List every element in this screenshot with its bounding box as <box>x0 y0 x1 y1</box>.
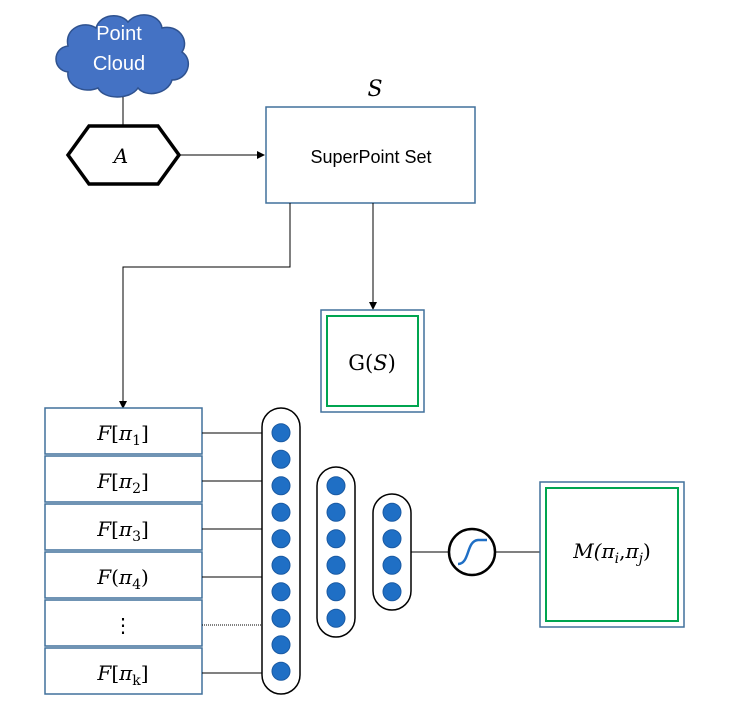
network-node <box>271 502 291 522</box>
network-node <box>271 423 291 443</box>
output-label: M(πi,πj) <box>572 539 651 567</box>
feature-label-4: F(π4) <box>96 565 149 593</box>
network-node <box>326 502 346 522</box>
hexagon-label: A <box>112 144 128 168</box>
network-node <box>382 582 402 602</box>
graph-label-var: S <box>373 351 387 375</box>
feature-label-1: F[π1] <box>96 421 149 449</box>
input-hexagon: A <box>65 124 182 186</box>
feature-label-3: F[π3] <box>96 517 149 545</box>
layer-2-capsule <box>316 466 356 638</box>
output-inner-frame <box>545 487 679 622</box>
feature-list: F[π1] F[π2] F[π3] F(π4) ⋮ F[πk] <box>44 407 203 695</box>
superpoint-to-features-arrow <box>119 203 291 409</box>
cloud-label-line2: Cloud <box>93 53 145 75</box>
network-node <box>271 476 291 496</box>
feature-row <box>44 503 203 551</box>
point-cloud-node: Point Cloud <box>55 14 190 98</box>
network-node <box>326 582 346 602</box>
graph-label-tail: ) <box>388 351 396 375</box>
superpoint-box <box>265 106 476 204</box>
feature-row <box>44 407 203 455</box>
network-node <box>326 608 346 628</box>
neural-network <box>261 407 412 695</box>
network-node <box>271 635 291 655</box>
feature-row <box>44 599 203 647</box>
feature-label-k: F[πk] <box>96 661 148 689</box>
cloud-shape <box>55 14 190 98</box>
network-node <box>271 582 291 602</box>
network-node <box>271 449 291 469</box>
graph-label-head: G( <box>348 351 373 375</box>
superpoint-node: S SuperPoint Set <box>265 77 476 204</box>
feature-label-2: F[π2] <box>96 469 149 497</box>
output-node: M(πi,πj) <box>539 481 685 628</box>
network-node <box>271 661 291 681</box>
network-node <box>271 608 291 628</box>
cloud-label-line1: Point <box>96 23 142 45</box>
network-node <box>382 529 402 549</box>
superpoint-symbol: S <box>367 77 382 102</box>
sigmoid-icon <box>457 538 487 566</box>
network-node <box>326 529 346 549</box>
network-node <box>326 476 346 496</box>
network-nodes <box>271 423 402 681</box>
graph-node: G(S) <box>320 309 425 413</box>
superpoint-label: SuperPoint Set <box>310 147 431 167</box>
graph-label: G(S) <box>348 351 396 375</box>
network-node <box>382 502 402 522</box>
network-node <box>382 555 402 575</box>
feature-row <box>44 551 203 599</box>
graph-outer-box <box>320 309 425 413</box>
feature-ellipsis: ⋮ <box>113 613 133 637</box>
activation-circle <box>447 527 497 577</box>
network-node <box>271 555 291 575</box>
graph-inner-frame <box>326 315 419 407</box>
feature-row <box>44 455 203 503</box>
layer-1-capsule <box>261 407 301 695</box>
network-node <box>271 529 291 549</box>
network-node <box>326 555 346 575</box>
activation-node <box>447 527 497 577</box>
feature-row <box>44 647 203 695</box>
feature-connectors <box>202 432 262 674</box>
output-outer-box <box>539 481 685 628</box>
